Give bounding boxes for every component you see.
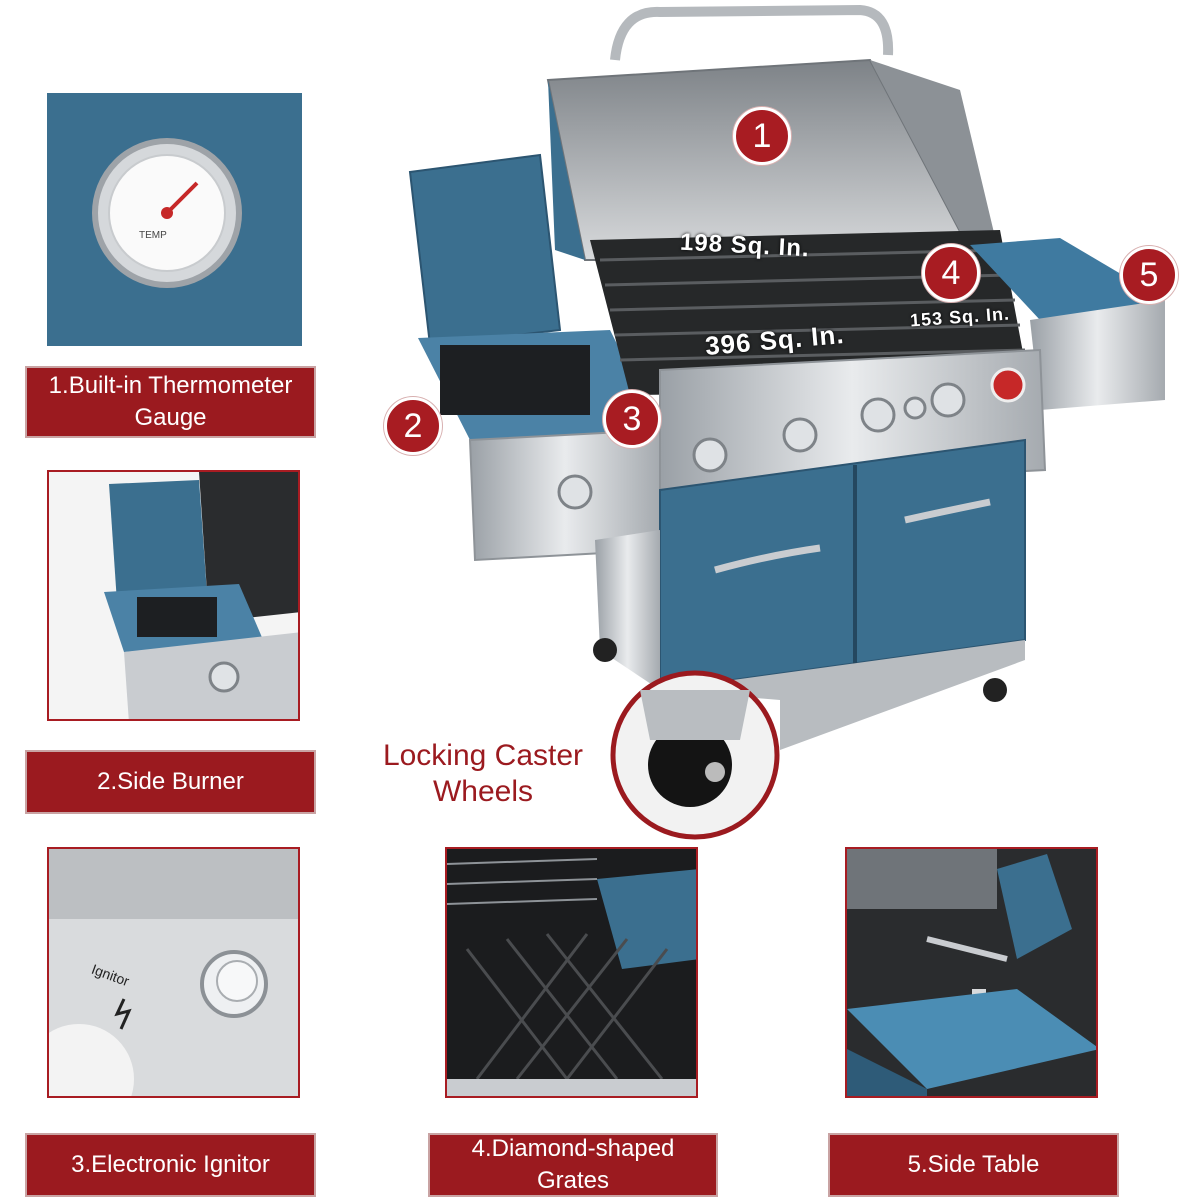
- caster-caption-line1: Locking Caster: [382, 739, 584, 772]
- grates-photo: [445, 847, 698, 1098]
- badge-4: 4: [922, 244, 980, 302]
- badge-3: 3: [603, 390, 661, 448]
- ignitor-photo: Ignitor: [47, 847, 300, 1098]
- label-grates: 4.Diamond-shaped Grates: [428, 1133, 718, 1197]
- side-table-icon: [847, 849, 1096, 1096]
- label-side-table: 5.Side Table: [828, 1133, 1119, 1197]
- side-burner-icon: [49, 472, 298, 719]
- badge-2: 2: [384, 397, 442, 455]
- main-grill-image: [408, 4, 1165, 840]
- label-ignitor: 3.Electronic Ignitor: [25, 1133, 316, 1197]
- label-side-burner: 2.Side Burner: [25, 750, 316, 814]
- diamond-grate-icon: [447, 849, 696, 1096]
- caster-caption: Locking Caster Wheels: [368, 738, 598, 810]
- badge-5: 5: [1120, 246, 1178, 304]
- ignitor-button-icon: [49, 849, 298, 1096]
- badge-1: 1: [733, 107, 791, 165]
- label-thermometer: 1.Built-in Thermometer Gauge: [25, 366, 316, 438]
- thermometer-text: TEMP: [139, 230, 167, 241]
- thermometer-gauge-icon: [92, 138, 242, 288]
- caster-caption-line2: Wheels: [432, 775, 534, 808]
- thermometer-photo: TEMP: [47, 93, 302, 346]
- side-table-photo: [845, 847, 1098, 1098]
- side-burner-photo: [47, 470, 300, 721]
